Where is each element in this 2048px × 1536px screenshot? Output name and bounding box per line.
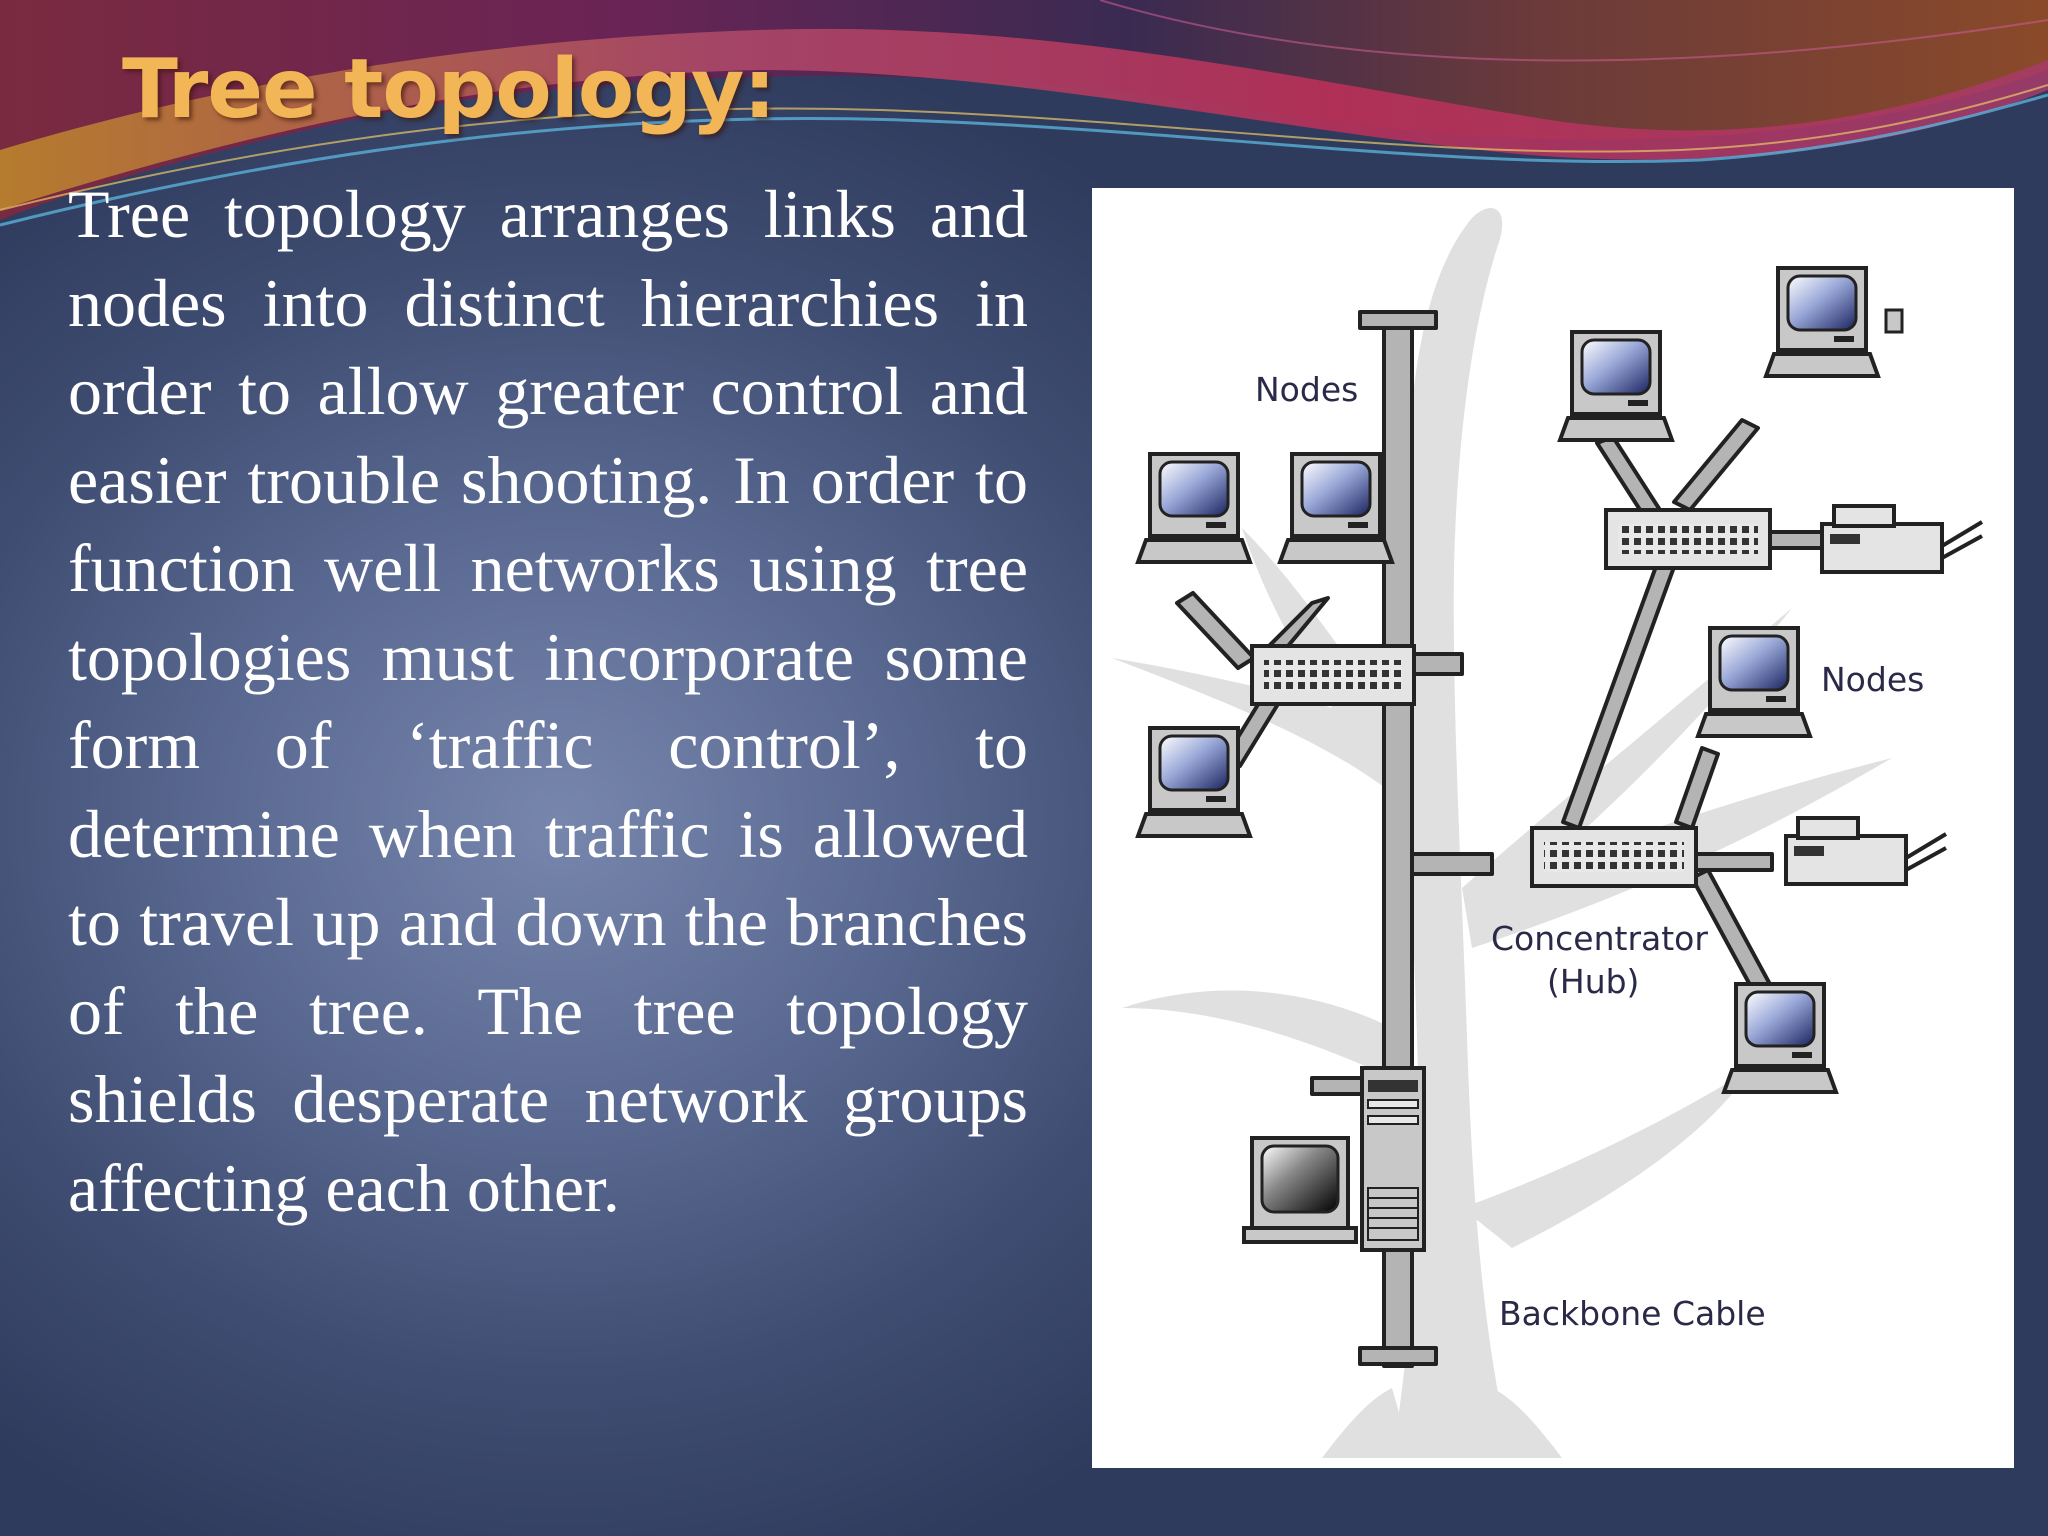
label-backbone-cable: Backbone Cable (1499, 1294, 1766, 1333)
hub-left (1250, 644, 1416, 706)
label-concentrator: Concentrator (1491, 919, 1708, 958)
computer-node-1 (1136, 452, 1252, 564)
slide-title: Tree topology: (122, 42, 776, 137)
tree-topology-diagram: Nodes Nodes Concentrator (Hub) Backbone … (1092, 188, 2014, 1468)
computer-node-6 (1696, 626, 1812, 738)
slide-body-text: Tree topology arranges links and nodes i… (68, 176, 1028, 1226)
hub-concentrator (1530, 826, 1698, 888)
computer-node-7 (1722, 982, 1838, 1094)
hub-right-top (1604, 508, 1772, 570)
label-nodes-left: Nodes (1255, 370, 1358, 409)
computer-node-3 (1136, 726, 1252, 838)
computer-node-2 (1278, 452, 1394, 564)
server-workstation (1242, 1066, 1426, 1252)
computer-node-4 (1558, 330, 1674, 442)
decorative-wave-header (0, 0, 2048, 227)
printer-bottom (1784, 816, 1948, 886)
printer-top (1820, 504, 1984, 574)
label-hub: (Hub) (1547, 962, 1639, 1001)
label-nodes-right: Nodes (1821, 660, 1924, 699)
computer-node-5 (1764, 266, 1880, 378)
